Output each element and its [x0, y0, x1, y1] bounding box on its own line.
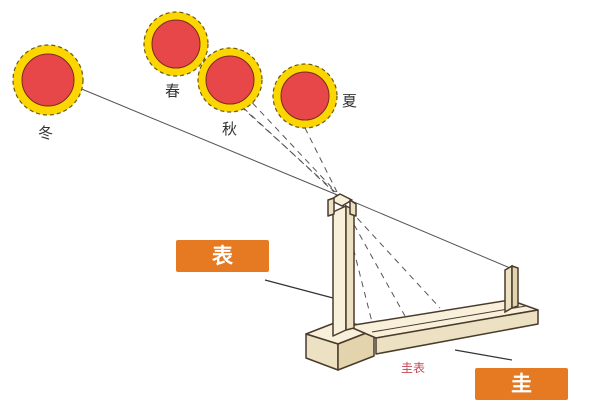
- scale-front: [375, 309, 539, 355]
- leader-line-biao: [264, 279, 334, 299]
- callout-gnomon: 表: [176, 240, 269, 272]
- marker-post: [504, 264, 519, 314]
- ray-summer-inner: [234, 99, 335, 193]
- ray-summer: [299, 117, 338, 193]
- gnomon-crossbar-right: [349, 199, 357, 217]
- season-label-summer: 夏: [342, 92, 357, 110]
- sun-autumn: [197, 47, 263, 113]
- season-label-spring: 春: [165, 82, 180, 100]
- leader-line-gui: [454, 349, 513, 361]
- gnomon-biao: [327, 193, 357, 337]
- scale-gui: [347, 299, 539, 355]
- sun-disc: [280, 71, 330, 121]
- sun-disc: [151, 19, 201, 69]
- scale-groove: [371, 305, 527, 333]
- sun-disc: [205, 55, 255, 105]
- ray-winter-shadow: [334, 193, 511, 269]
- gnomon-side: [345, 205, 355, 331]
- gnomon-crossbar: [327, 197, 335, 217]
- season-label-winter: 冬: [38, 124, 53, 142]
- sun-summer: [272, 63, 338, 129]
- gnomon-cap: [329, 193, 353, 207]
- scale-label: 圭表: [401, 361, 425, 375]
- base-side: [337, 329, 375, 371]
- sun-winter: [12, 44, 84, 116]
- sun-disc: [21, 53, 75, 107]
- callout-scale: 圭: [475, 368, 568, 400]
- sun-spring: [143, 11, 209, 77]
- ray-winter: [71, 84, 336, 195]
- season-label-autumn: 秋: [222, 120, 237, 138]
- gnomon-front: [332, 205, 347, 337]
- ray-autumn: [244, 94, 337, 193]
